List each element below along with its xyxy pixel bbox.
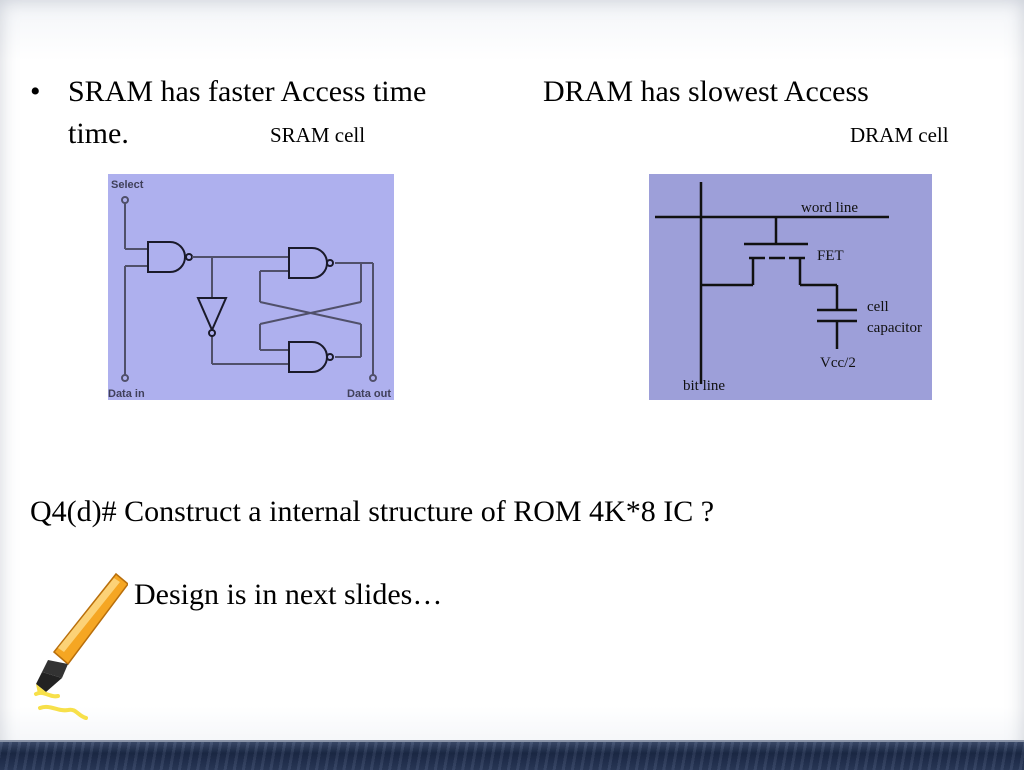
bit-line-label: bit line xyxy=(683,378,725,394)
sram-circuit: Select Data in Data out xyxy=(108,179,391,400)
data-out-label: Data out xyxy=(347,388,391,400)
fet-label: FET xyxy=(817,248,844,264)
highlighter-icon xyxy=(34,572,128,720)
bullet-dot: • xyxy=(30,75,41,108)
word-line-label: word line xyxy=(801,200,858,216)
dram-cell-diagram: word line FET cell capacitor Vcc/2 bit l… xyxy=(649,174,932,400)
dram-statement: DRAM has slowest Access xyxy=(543,75,869,108)
dram-circuit: word line FET cell capacitor Vcc/2 bit l… xyxy=(655,182,922,394)
select-label: Select xyxy=(111,179,144,191)
capacitor-label: capacitor xyxy=(867,320,922,336)
vcc-label: Vcc/2 xyxy=(820,355,856,371)
data-in-label: Data in xyxy=(108,388,145,400)
sram-statement: SRAM has faster Access time xyxy=(68,75,427,108)
cell-label: cell xyxy=(867,299,889,315)
question-text: Q4(d)# Construct a internal structure of… xyxy=(30,495,715,528)
footer-bar xyxy=(0,740,1024,770)
dram-cell-label: DRAM cell xyxy=(850,123,949,147)
design-note: Design is in next slides… xyxy=(134,578,443,611)
sram-cell-label: SRAM cell xyxy=(270,123,366,147)
sram-cell-diagram: Select Data in Data out xyxy=(108,174,394,400)
continuation-text: time. xyxy=(68,117,129,150)
